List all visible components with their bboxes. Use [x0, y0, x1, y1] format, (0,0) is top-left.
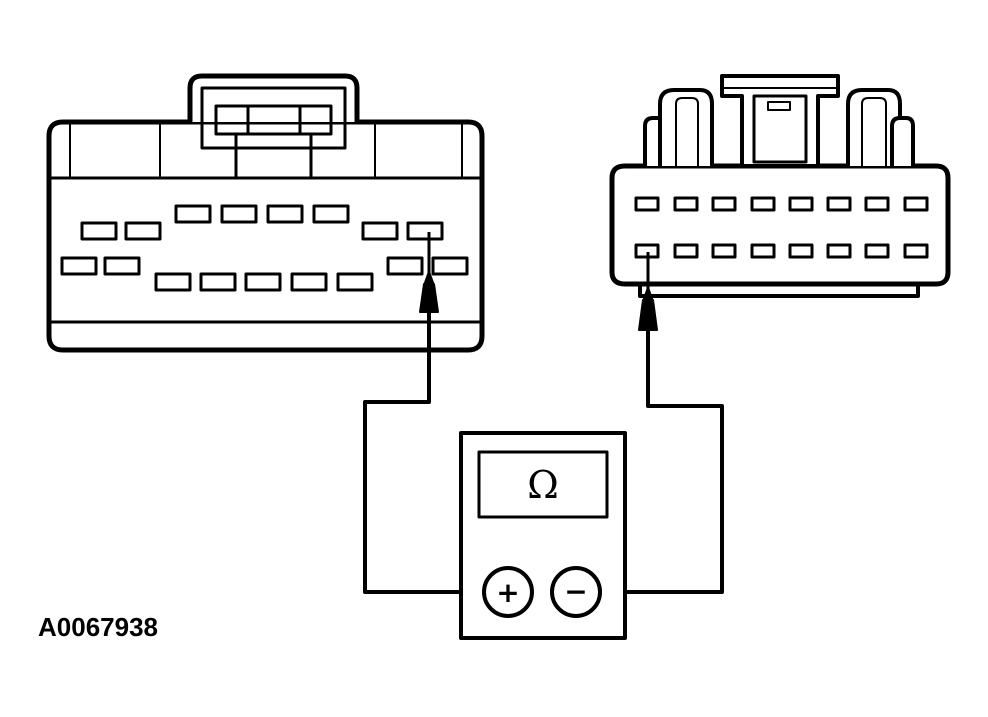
cavity [154, 272, 192, 292]
right-connector-shadow [638, 284, 920, 298]
cavity [711, 196, 737, 212]
cavity [60, 256, 98, 276]
cavity [673, 196, 699, 212]
cavity [290, 272, 328, 292]
left-connector-latch-inner [200, 86, 347, 150]
left-connector-body [46, 119, 485, 353]
cavity [103, 256, 141, 276]
cavity [174, 204, 212, 224]
left-probe-icon [419, 232, 439, 313]
positive-terminal [482, 566, 534, 618]
right-connector-latch [720, 74, 840, 168]
cavity [826, 243, 852, 259]
right-probe-icon [638, 252, 658, 331]
cavity [266, 204, 304, 224]
cavity [711, 243, 737, 259]
positive-lead-wire [363, 312, 488, 594]
meter-display [477, 450, 609, 519]
cavity [431, 256, 469, 276]
cavity [634, 196, 660, 212]
cavity [903, 243, 929, 259]
cavity [199, 272, 237, 292]
right-connector [609, 74, 951, 298]
cavity [386, 256, 424, 276]
left-connector [46, 73, 485, 353]
test-leads [363, 312, 724, 594]
positive-terminal-sign: + [496, 576, 519, 609]
cavity [826, 196, 852, 212]
cavity [336, 272, 374, 292]
cavity [80, 221, 118, 241]
negative-lead-wire [598, 330, 724, 594]
negative-terminal [550, 566, 602, 618]
cavity-under-test [406, 221, 444, 241]
cavity [788, 196, 814, 212]
ohmmeter-icon: Ω + − [459, 431, 627, 640]
left-connector-cavities [60, 204, 469, 292]
cavity [864, 243, 890, 259]
cavity [220, 204, 258, 224]
left-connector-latch-tab [234, 132, 313, 180]
cavity [673, 243, 699, 259]
right-connector-body [609, 163, 951, 287]
cavity [750, 243, 776, 259]
cavity [750, 196, 776, 212]
cavity [864, 196, 890, 212]
cavity [361, 221, 399, 241]
cavity [312, 204, 350, 224]
meter-display-symbol: Ω [527, 463, 559, 507]
cavity [903, 196, 929, 212]
right-connector-cavities [634, 196, 929, 259]
cavity [244, 272, 282, 292]
negative-terminal-sign: − [564, 575, 587, 608]
cavity [124, 221, 162, 241]
cavity [788, 243, 814, 259]
figure-id-label: A0067938 [38, 612, 158, 642]
